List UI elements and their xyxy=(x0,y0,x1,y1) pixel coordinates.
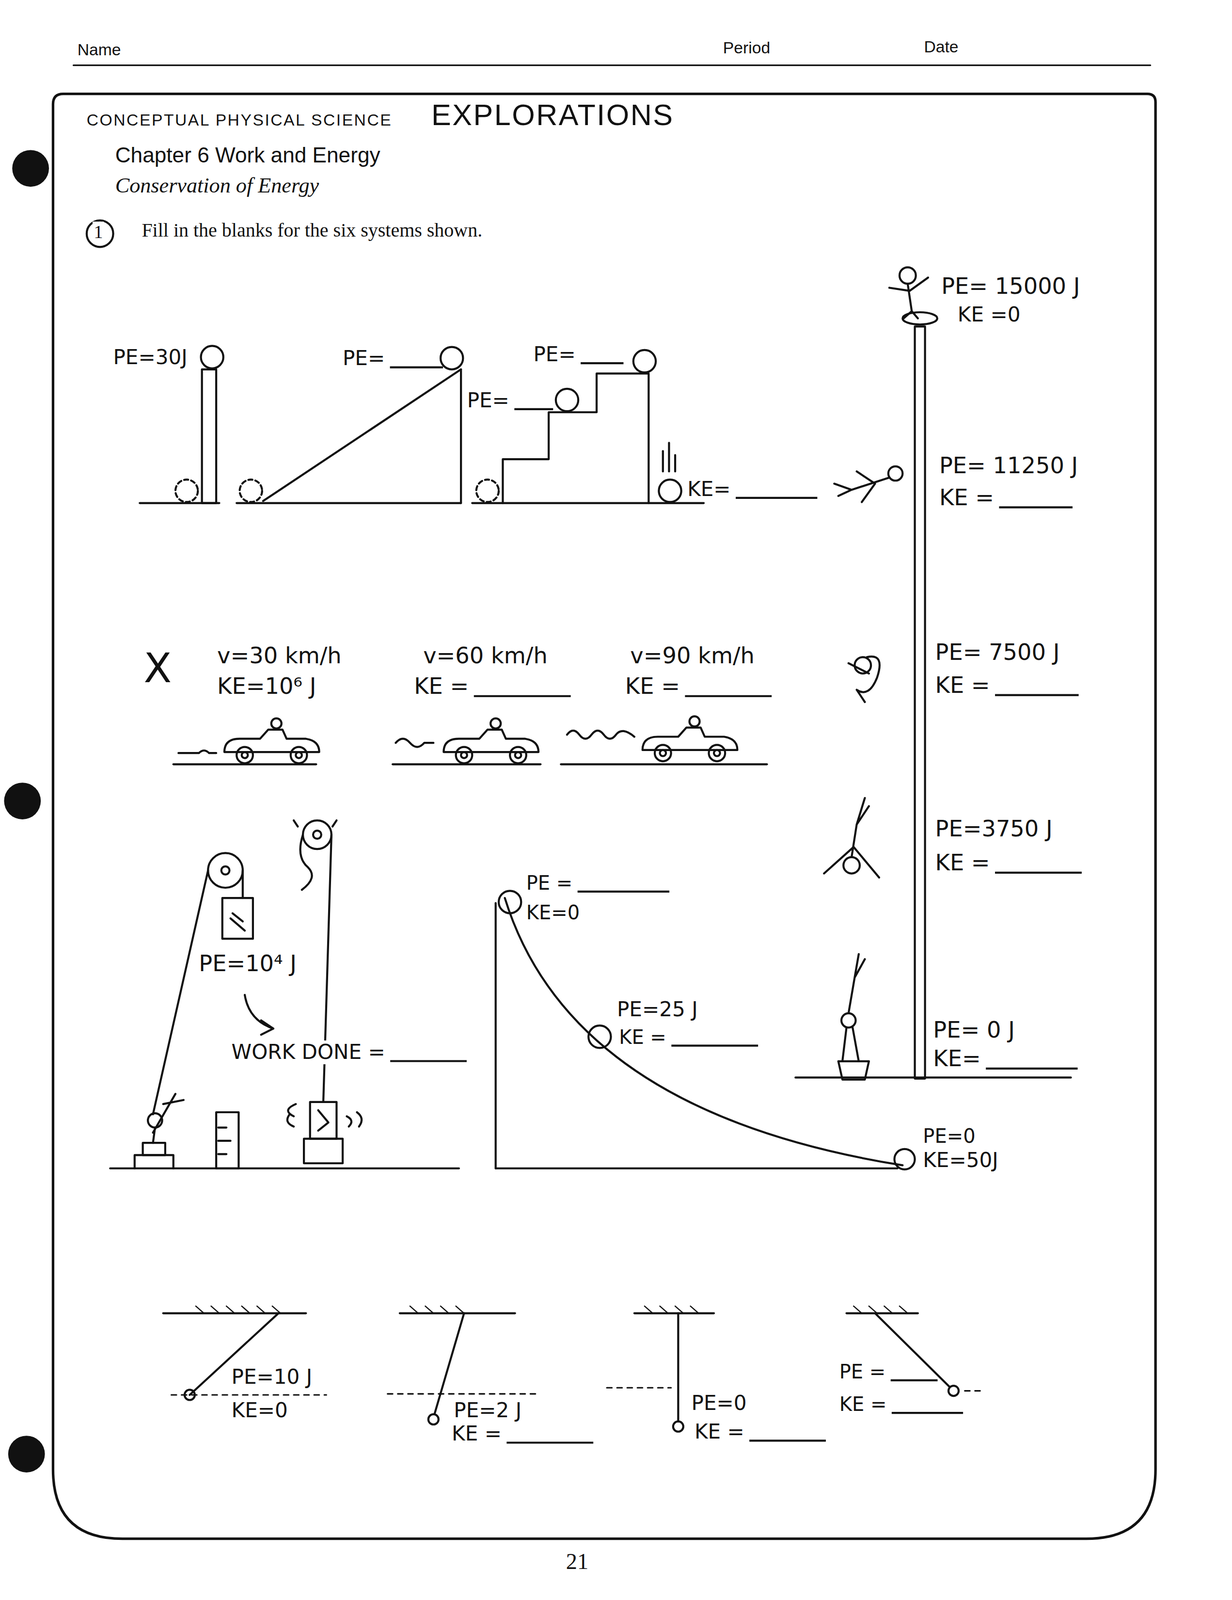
energy-label: PE=10⁴ J xyxy=(197,950,298,977)
answer-blank xyxy=(735,496,818,499)
energy-label: PE= xyxy=(466,388,511,412)
answer-blank xyxy=(506,1440,594,1443)
answer-blank xyxy=(684,694,772,697)
energy-label: PE=2 J xyxy=(452,1398,523,1422)
form-field: Period xyxy=(722,38,772,58)
answer-blank xyxy=(390,1059,467,1062)
question-number: 1 xyxy=(92,221,104,243)
energy-label: KE=0 xyxy=(230,1398,289,1422)
energy-label: PE=25 J xyxy=(616,997,699,1021)
energy-label: PE= 11250 J xyxy=(938,452,1079,479)
series-title: EXPLORATIONS xyxy=(430,97,675,132)
answer-blank xyxy=(577,890,670,893)
energy-label: KE=0 xyxy=(525,901,581,924)
answer-blank xyxy=(890,1378,938,1381)
energy-label: PE= 0 J xyxy=(931,1016,1016,1043)
series-name: CONCEPTUAL PHYSICAL SCIENCE xyxy=(85,110,394,130)
energy-label: PE = xyxy=(525,871,574,895)
energy-label: KE = xyxy=(838,1392,888,1416)
energy-label: PE = xyxy=(838,1360,887,1383)
energy-label: PE= xyxy=(532,342,577,366)
chapter-title: Chapter 6 Work and Energy xyxy=(114,142,382,168)
energy-label: KE= xyxy=(931,1045,982,1072)
energy-label: KE = xyxy=(450,1421,503,1445)
section-title: Conservation of Energy xyxy=(114,173,321,199)
cross-mark: X xyxy=(142,644,174,692)
form-field: Date xyxy=(922,37,960,57)
speed-label: v=60 km/h xyxy=(422,642,549,669)
energy-label: KE= xyxy=(686,477,732,501)
answer-blank xyxy=(749,1438,826,1441)
answer-blank xyxy=(473,694,571,697)
energy-label: KE = xyxy=(934,849,992,876)
answer-blank xyxy=(985,1067,1078,1070)
answer-blank xyxy=(671,1043,759,1046)
answer-blank xyxy=(514,408,553,411)
energy-label: KE=10⁶ J xyxy=(216,673,317,699)
energy-label: PE=3750 J xyxy=(934,815,1054,842)
speed-label: v=90 km/h xyxy=(629,642,756,669)
instruction: Fill in the blanks for the six systems s… xyxy=(140,219,484,242)
energy-label: KE=50J xyxy=(921,1148,999,1172)
energy-label: PE=0 xyxy=(921,1124,977,1148)
energy-label: KE = xyxy=(693,1419,746,1443)
energy-label: PE= 7500 J xyxy=(934,639,1061,665)
answer-blank xyxy=(580,362,624,364)
energy-label: PE=10 J xyxy=(230,1364,314,1389)
energy-label: PE=30J xyxy=(111,345,189,369)
answer-blank xyxy=(995,871,1082,874)
page-number: 21 xyxy=(565,1547,590,1574)
energy-label: KE = xyxy=(624,673,681,699)
energy-label: KE = xyxy=(934,672,992,698)
answer-blank xyxy=(998,505,1073,508)
energy-label: KE = xyxy=(938,484,996,511)
answer-blank xyxy=(995,694,1079,696)
energy-label: PE=0 xyxy=(690,1390,748,1415)
answer-blank xyxy=(390,365,443,368)
work-label: WORK DONE = xyxy=(230,1040,387,1064)
speed-label: v=30 km/h xyxy=(216,642,343,669)
answer-blank xyxy=(891,1411,964,1414)
energy-label: KE = xyxy=(617,1026,668,1049)
energy-label: PE= 15000 J xyxy=(940,273,1081,300)
energy-label: KE =0 xyxy=(956,302,1022,327)
energy-label: PE= xyxy=(341,346,386,370)
energy-label: KE = xyxy=(412,673,470,699)
form-field: Name xyxy=(76,40,123,60)
